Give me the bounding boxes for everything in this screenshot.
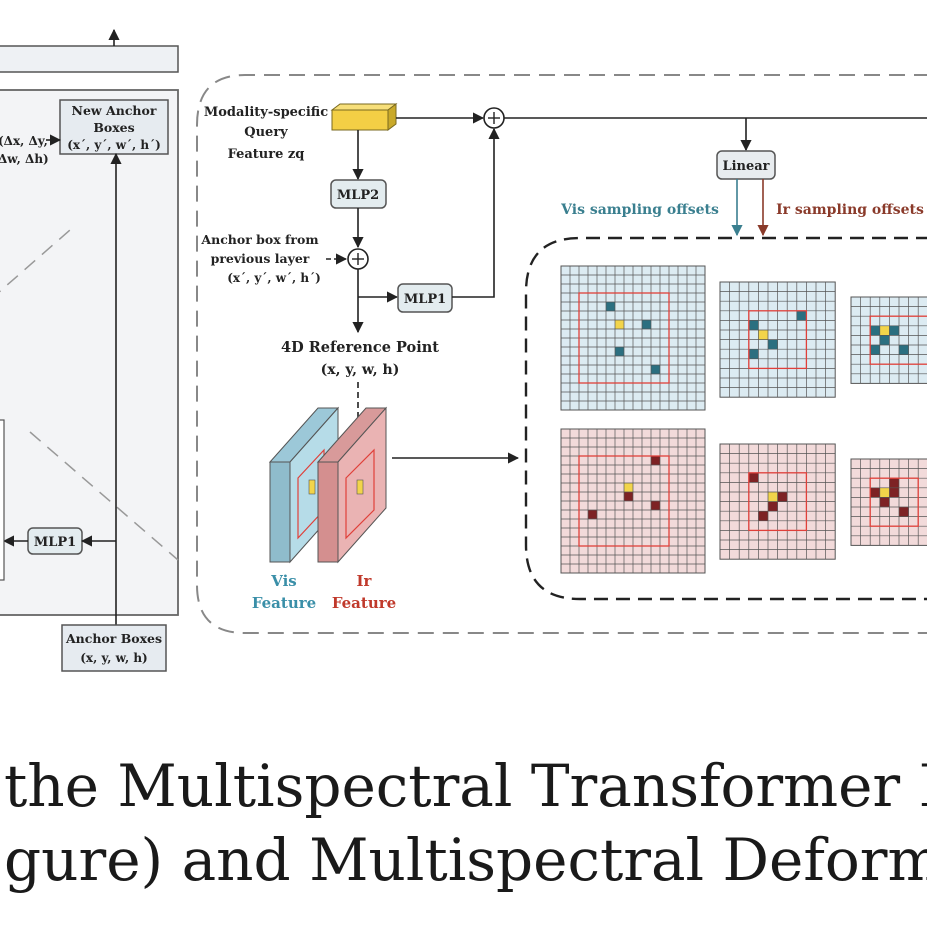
sampling-point [651,365,660,374]
zoom-guide-lower [29,431,179,561]
sampling-point [870,487,880,498]
reference-point [624,483,633,492]
sampling-region-border [524,236,927,601]
sampling-point [870,345,880,355]
module-dashed-border [196,74,927,634]
anchor-prev-label-1: Anchor box from [200,232,318,247]
linear-box [716,150,776,180]
vis-grid-small [850,296,927,384]
vis-feature-label-1: Vis [270,572,297,590]
query-label-1: Modality-specific [204,105,328,120]
ir-feature-label-1: Ir [357,572,373,590]
ir-feature-label-2: Feature [332,594,396,612]
roi-box [869,315,927,365]
caption-line-2: gure) and Multispectral Deforma [4,826,927,894]
sampling-point [889,478,899,488]
vis-offsets-label: Vis sampling offsets [560,202,719,218]
ir-offsets-label: Ir sampling offsets [776,202,924,218]
sampling-grids [560,265,927,574]
new-anchor-boxes-box [59,99,169,155]
ref-point-coords: (x, y, w, h) [321,362,400,378]
deformable-attention-module: Modality-specific Query Feature zq Linea… [196,74,927,634]
cropped-left-block [0,419,5,581]
ir-feature-map [316,406,388,564]
reference-point [615,320,624,329]
sampling-point [651,456,660,465]
roi-box [748,472,808,532]
mlp1-to-sum-arrow [452,127,500,298]
anchor-prev-label-2: previous layer [211,251,310,266]
roi-box [748,310,808,370]
new-anchor-title-1: New Anchor [72,103,157,118]
caption-line-1: the Multispectral Transformer De [4,752,927,820]
mlp1-left-label: MLP1 [34,535,76,550]
top-output-bar [0,45,179,73]
sampling-point [642,320,651,329]
mlp2-label: MLP2 [337,188,379,203]
sampling-point [889,487,899,498]
ir-grid-medium [719,443,836,560]
anchor-boxes-coords: (x, y, w, h) [80,651,147,665]
left-panel: New Anchor Boxes (x´, y´, w´, h´) (Δx, Δ… [0,28,179,672]
sampling-point [758,511,768,521]
sampling-point [651,501,660,510]
query-label-2: Query [244,125,288,140]
ir-grid-small [850,458,927,546]
roi-box [869,477,919,527]
ir-grid-large [560,428,706,574]
delta-label-bottom: Δw, Δh) [0,152,49,166]
anchor-boxes-box [61,624,167,672]
roi-box [578,292,670,384]
vis-grid-medium [719,281,836,398]
sampling-point [889,325,899,336]
delta-label-top: (Δx, Δy, [0,134,48,148]
decoder-layer-panel [0,89,179,616]
vis-grid-large [560,265,706,411]
sampling-point [879,497,890,507]
sampling-point [748,472,759,483]
ref-point-title: 4D Reference Point [281,339,439,356]
sampling-point [796,310,807,321]
zoom-guide-upper [0,229,71,293]
vis-feature-map [268,406,340,564]
roi-box [578,455,670,547]
linear-label: Linear [722,159,769,174]
sampling-point [879,335,890,345]
sampling-point [588,510,597,519]
reference-point [879,325,890,336]
sampling-point [615,347,624,356]
anchor-boxes-title: Anchor Boxes [65,631,162,646]
sampling-point [870,325,880,336]
new-anchor-title-2: Boxes [93,120,134,135]
sampling-point [606,302,615,311]
reference-point [879,487,890,498]
reference-point [758,330,768,340]
vis-feature-label-2: Feature [252,594,316,612]
query-label-3: Feature zq [228,147,305,162]
sampling-point [768,501,778,512]
sampling-point [748,349,759,359]
reference-point [768,492,778,502]
sampling-point [768,339,778,350]
query-feature-block [330,103,398,131]
anchor-prev-label-3: (x´, y´, w´, h´) [227,271,321,285]
new-anchor-coords: (x´, y´, w´, h´) [67,138,161,152]
mlp1-label: MLP1 [404,292,446,307]
sampling-point [899,507,909,517]
sampling-point [748,320,759,330]
sampling-point [899,345,909,355]
sampling-point [777,492,788,502]
mlp1-box [397,283,453,313]
sampling-point [624,492,633,501]
